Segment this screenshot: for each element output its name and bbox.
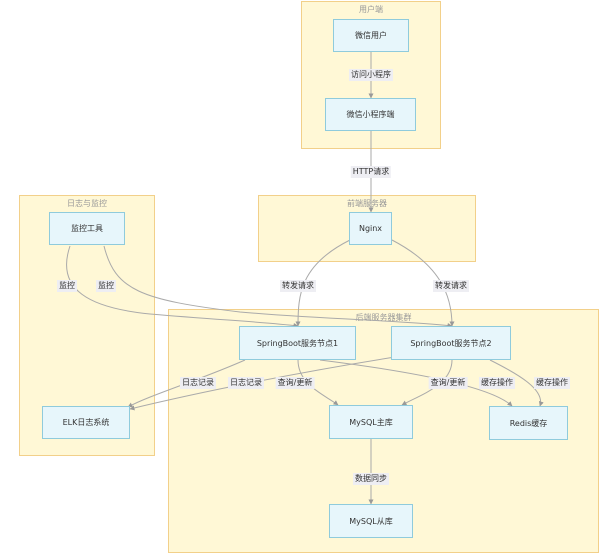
node-springboot-1[interactable]: SpringBoot服务节点1 — [239, 326, 356, 360]
edge-label-access: 访问小程序 — [349, 69, 393, 81]
node-elk[interactable]: ELK日志系统 — [42, 406, 130, 439]
edge-label-http: HTTP请求 — [350, 166, 392, 178]
edge-label-monitor1: 监控 — [57, 280, 77, 292]
edge-label-log2: 日志记录 — [228, 377, 264, 389]
edge-label-log1: 日志记录 — [180, 377, 216, 389]
cluster-monitor-title: 日志与监控 — [67, 199, 107, 208]
edge-log1 — [127, 359, 246, 408]
node-mysql-slave[interactable]: MySQL从库 — [329, 504, 413, 538]
node-monitor-tool[interactable]: 监控工具 — [49, 212, 125, 245]
node-nginx[interactable]: Nginx — [349, 212, 392, 245]
edge-label-forward2: 转发请求 — [433, 280, 469, 292]
cluster-backend-title: 后端服务器集群 — [355, 313, 412, 322]
edge-label-monitor2: 监控 — [96, 280, 116, 292]
node-wechat-user[interactable]: 微信用户 — [333, 19, 409, 52]
edge-label-sync: 数据同步 — [353, 473, 389, 485]
edge-label-cache2: 缓存操作 — [534, 377, 570, 389]
edge-label-query1: 查询/更新 — [275, 377, 315, 389]
edge-monitor2 — [103, 245, 453, 328]
node-miniprogram[interactable]: 微信小程序端 — [325, 98, 416, 131]
edge-label-forward1: 转发请求 — [280, 280, 316, 292]
edge-label-query2: 查询/更新 — [428, 377, 468, 389]
cluster-frontend-title: 前端服务器 — [347, 199, 387, 208]
node-springboot-2[interactable]: SpringBoot服务节点2 — [391, 326, 511, 360]
node-redis[interactable]: Redis缓存 — [489, 406, 568, 440]
cluster-user-title: 用户端 — [359, 5, 383, 14]
edge-monitor1 — [66, 245, 299, 328]
edge-cache2 — [489, 359, 544, 407]
node-mysql-master[interactable]: MySQL主库 — [329, 405, 413, 439]
edge-label-cache1: 缓存操作 — [479, 377, 515, 389]
